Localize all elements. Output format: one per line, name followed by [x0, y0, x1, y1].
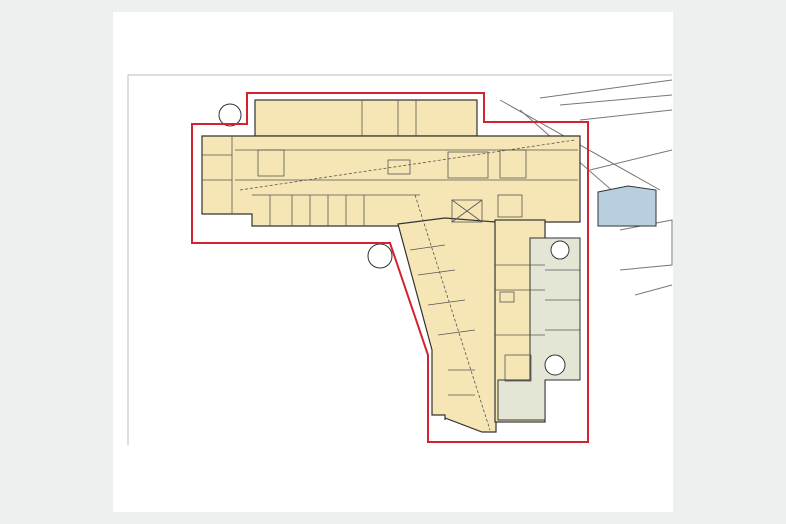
spiral-stairs	[218, 103, 570, 376]
secondary-zone	[497, 237, 581, 421]
blue-zone	[597, 185, 657, 227]
interior-walls	[202, 100, 580, 431]
property-boundary	[191, 92, 589, 443]
sheet-frame	[127, 74, 672, 445]
